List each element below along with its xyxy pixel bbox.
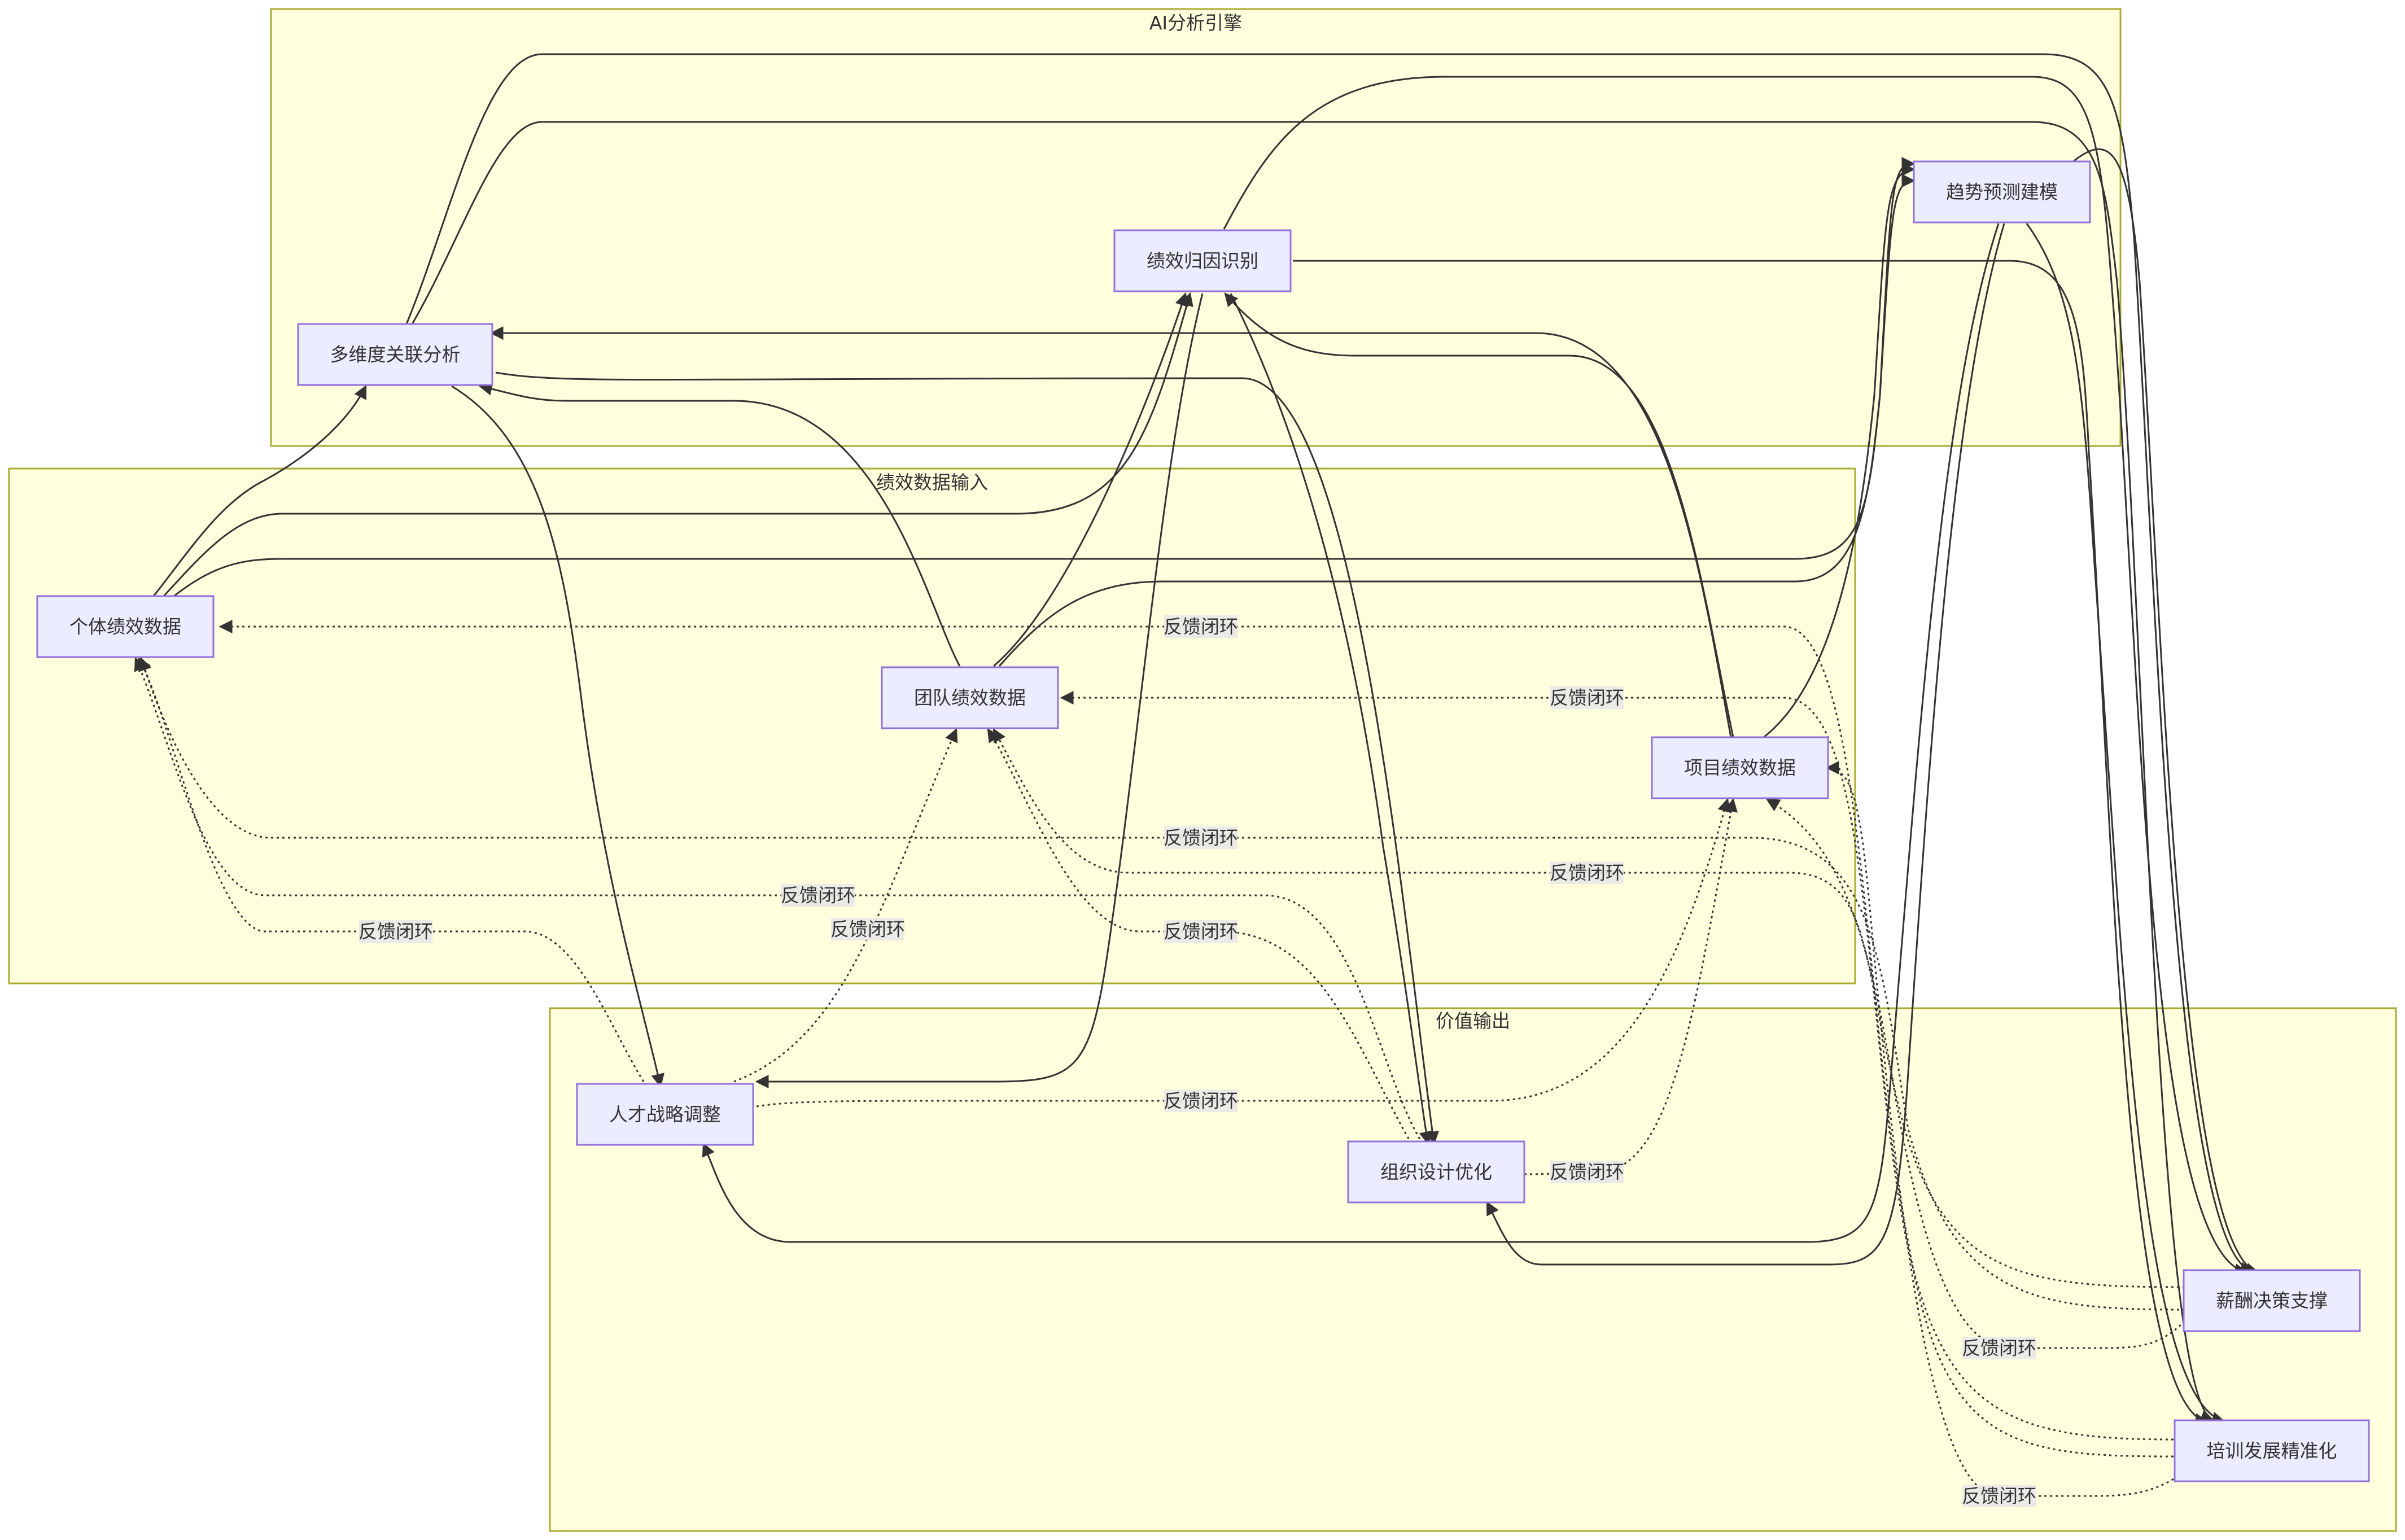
node-trend-prediction[interactable]: 趋势预测建模: [1913, 160, 2091, 224]
edge-label: 反馈闭环: [1164, 1090, 1238, 1112]
edge-label: 反馈闭环: [1164, 615, 1238, 638]
edge-team-to-attribution[interactable]: [993, 292, 1188, 667]
edge-talent-to-individual[interactable]: [138, 657, 645, 1082]
edge-attribution-to-salary[interactable]: [1223, 76, 2249, 1277]
edge-multi-to-org[interactable]: [495, 371, 1440, 1145]
edge-project-to-attribution[interactable]: [1224, 292, 1734, 738]
edge-label: 反馈闭环: [1550, 1161, 1624, 1183]
edge-attribution-to-org[interactable]: [1230, 293, 1433, 1145]
edge-multi-to-talent[interactable]: [451, 385, 664, 1088]
cluster-title: 价值输出: [1436, 1010, 1510, 1032]
svg-text:项目绩效数据: 项目绩效数据: [1684, 757, 1796, 779]
edge-label: 反馈闭环: [1550, 686, 1624, 709]
edge-label: 反馈闭环: [830, 918, 905, 940]
edge-label: 反馈闭环: [1164, 826, 1238, 849]
svg-text:反馈闭环: 反馈闭环: [1164, 921, 1238, 943]
edge-multi-to-training[interactable]: [411, 121, 2215, 1423]
edge-label: 反馈闭环: [358, 920, 433, 943]
edge-labels: 反馈闭环 反馈闭环 反馈闭环 反馈闭环 反馈闭环 反馈闭环 反馈闭环 反馈闭环 …: [358, 615, 2036, 1507]
node-project-data[interactable]: 项目绩效数据: [1651, 736, 1829, 799]
cluster-title: 绩效数据输入: [876, 471, 988, 493]
svg-text:反馈闭环: 反馈闭环: [781, 885, 855, 907]
edge-talent-to-project[interactable]: [756, 798, 1731, 1108]
svg-text:反馈闭环: 反馈闭环: [1962, 1337, 2036, 1359]
edge-label: 反馈闭环: [1962, 1337, 2036, 1359]
edge-label: 反馈闭环: [1164, 920, 1238, 943]
cluster-ai-engine: AI分析引擎: [270, 8, 2122, 447]
edge-individual-to-attribution[interactable]: [163, 292, 1193, 597]
svg-text:反馈闭环: 反馈闭环: [1550, 687, 1624, 709]
solid-edges: [152, 53, 2260, 1427]
svg-text:反馈闭环: 反馈闭环: [1550, 1161, 1624, 1183]
svg-text:反馈闭环: 反馈闭环: [1962, 1485, 2036, 1507]
svg-text:绩效归因识别: 绩效归因识别: [1147, 250, 1258, 272]
node-multi-dimension-analysis[interactable]: 多维度关联分析: [297, 323, 493, 386]
feedback-edges: [134, 620, 2186, 1497]
node-team-data[interactable]: 团队绩效数据: [881, 666, 1059, 729]
edge-label: 反馈闭环: [1962, 1485, 2036, 1507]
svg-text:反馈闭环: 反馈闭环: [1550, 862, 1624, 884]
node-performance-attribution[interactable]: 绩效归因识别: [1113, 229, 1292, 292]
svg-text:培训发展精准化: 培训发展精准化: [2207, 1440, 2337, 1462]
svg-text:个体绩效数据: 个体绩效数据: [69, 616, 181, 638]
cluster-value-output: 价值输出: [549, 1007, 2397, 1532]
edge-project-to-trend[interactable]: [1763, 163, 1916, 738]
svg-text:反馈闭环: 反馈闭环: [1164, 616, 1238, 638]
edge-team-to-multi[interactable]: [478, 382, 961, 667]
edge-label: 反馈闭环: [781, 884, 855, 907]
node-individual-data[interactable]: 个体绩效数据: [36, 595, 215, 658]
edge-trend-to-training[interactable]: [2026, 223, 2226, 1425]
nodes: 多维度关联分析 绩效归因识别 趋势预测建模 个体绩效数据 团队绩效数据 项目绩效…: [36, 160, 2370, 1482]
node-salary-decision[interactable]: 薪酬决策支撑: [2183, 1269, 2361, 1332]
edge-trend-to-org[interactable]: [1486, 223, 2005, 1266]
cluster-title: AI分析引擎: [1149, 12, 1242, 34]
edge-salary-to-project[interactable]: [1765, 798, 2186, 1349]
edge-attribution-to-training[interactable]: [1293, 260, 2209, 1427]
svg-text:反馈闭环: 反馈闭环: [830, 918, 905, 940]
edge-training-to-project[interactable]: [1825, 761, 2174, 1497]
node-training-precision[interactable]: 培训发展精准化: [2174, 1419, 2370, 1482]
edge-attribution-to-talent[interactable]: [755, 293, 1204, 1088]
svg-text:薪酬决策支撑: 薪酬决策支撑: [2216, 1290, 2328, 1312]
svg-text:人才战略调整: 人才战略调整: [609, 1104, 721, 1126]
svg-text:反馈闭环: 反馈闭环: [1164, 827, 1238, 849]
edge-team-to-trend[interactable]: [998, 174, 1916, 667]
edge-talent-to-team[interactable]: [733, 728, 958, 1083]
edge-salary-to-individual[interactable]: [138, 657, 2185, 1311]
svg-text:团队绩效数据: 团队绩效数据: [914, 687, 1026, 709]
svg-text:多维度关联分析: 多维度关联分析: [330, 344, 461, 366]
edge-org-to-individual[interactable]: [134, 657, 1424, 1144]
svg-text:反馈闭环: 反馈闭环: [358, 921, 433, 943]
node-org-design[interactable]: 组织设计优化: [1347, 1140, 1525, 1204]
edge-trend-to-salary[interactable]: [2071, 148, 2260, 1276]
svg-text:趋势预测建模: 趋势预测建模: [1946, 181, 2058, 203]
node-talent-strategy[interactable]: 人才战略调整: [576, 1083, 754, 1146]
svg-text:组织设计优化: 组织设计优化: [1380, 1161, 1492, 1183]
edge-individual-to-multi[interactable]: [152, 384, 367, 597]
svg-text:反馈闭环: 反馈闭环: [1164, 1090, 1238, 1112]
edge-label: 反馈闭环: [1550, 861, 1624, 884]
edge-training-to-individual[interactable]: [218, 620, 2174, 1458]
